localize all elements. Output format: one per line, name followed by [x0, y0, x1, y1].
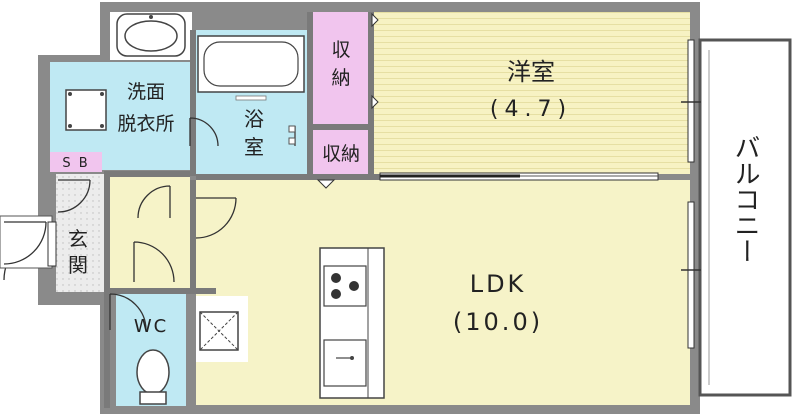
bath-drain-icon — [235, 95, 267, 101]
laundry-pan-icon — [199, 311, 239, 351]
closet-top-label-1: 収 — [331, 39, 350, 61]
toilet-icon — [136, 349, 170, 405]
front-door-swing — [3, 221, 47, 265]
entrance-porch — [0, 215, 53, 269]
ldk-area: (10.0) — [453, 308, 543, 336]
entrance-floor — [56, 174, 104, 292]
stove-icon — [323, 265, 367, 307]
bedroom-floor — [373, 12, 690, 174]
entrance-label-1: 玄 — [68, 227, 88, 251]
hall-floor — [110, 176, 190, 288]
bath-label-1: 浴 — [244, 107, 264, 131]
bedroom-sliding-door — [379, 172, 659, 181]
interior-walls — [104, 12, 380, 408]
closet-top-floor — [313, 12, 369, 124]
washbasin-icon — [116, 13, 186, 57]
closet-mid-floor — [313, 130, 369, 174]
window-frames — [681, 39, 701, 349]
bedroom-name: 洋室 — [507, 58, 555, 86]
balcony — [698, 38, 792, 397]
ldk-floor — [196, 180, 690, 405]
front-door-frame — [47, 221, 57, 267]
washroom-label-1: 洗面 — [127, 81, 165, 103]
sink-icon — [323, 339, 367, 387]
washroom-label-2: 脱衣所 — [117, 113, 174, 135]
shower-fixture-icon — [288, 125, 296, 146]
bathtub-icon — [197, 35, 305, 93]
closet-mid-label: 収納 — [322, 143, 360, 165]
washer-pan-icon — [65, 89, 107, 131]
ldk-name: LDK — [470, 270, 527, 298]
shoe-box-label: S B — [62, 156, 89, 171]
balcony-label: バルコニー — [730, 134, 760, 264]
closet-top-label-2: 納 — [331, 67, 350, 89]
bedroom-area: (4.7) — [490, 97, 572, 122]
bath-label-2: 室 — [244, 135, 264, 159]
toilet-label: WC — [134, 316, 168, 337]
entrance-label-2: 関 — [68, 253, 88, 277]
shoe-box-floor — [50, 152, 102, 172]
closet-door-markers — [316, 12, 379, 189]
